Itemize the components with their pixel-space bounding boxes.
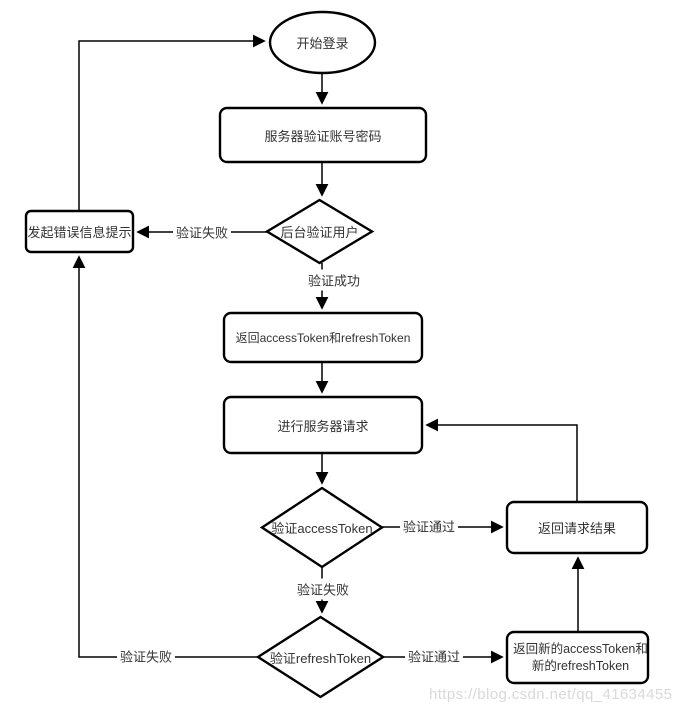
start-node-shape bbox=[268, 10, 377, 75]
edge-returnresult-to-serverrequest bbox=[425, 418, 578, 502]
server-request-node-shape bbox=[222, 395, 424, 455]
edge-errorprompt-to-start bbox=[78, 34, 266, 211]
verify-refresh-token-node-shape bbox=[255, 615, 386, 699]
backend-verify-node-shape bbox=[264, 198, 375, 265]
verify-account-node-shape bbox=[218, 106, 428, 164]
return-tokens-node-shape bbox=[222, 311, 424, 364]
error-prompt-node-shape bbox=[24, 209, 135, 254]
return-new-tokens-node-shape bbox=[505, 630, 650, 685]
return-result-node-shape bbox=[505, 500, 649, 555]
verify-access-token-node-shape bbox=[259, 486, 385, 569]
edge-verifyrefresh-fail bbox=[72, 255, 258, 658]
